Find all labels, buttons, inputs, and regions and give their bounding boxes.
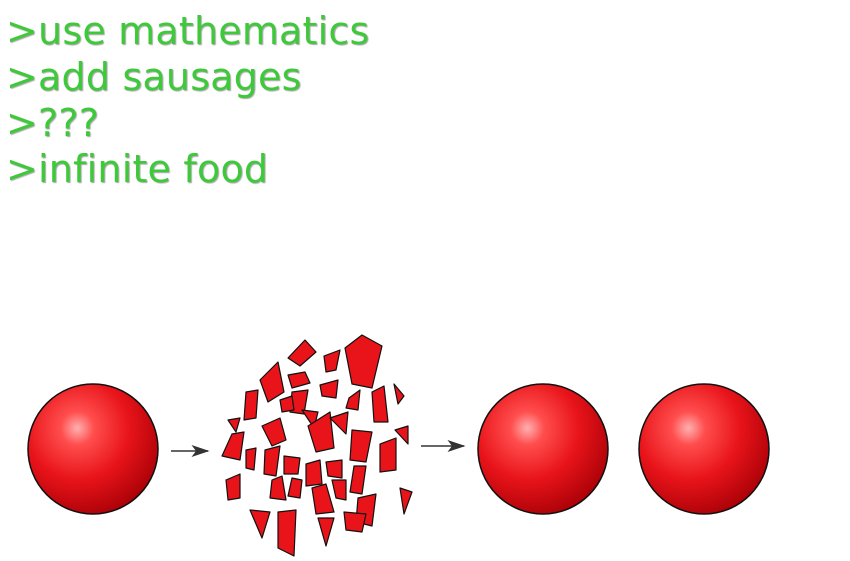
banach-tarski-diagram <box>27 334 770 557</box>
result-sphere-2 <box>638 383 770 515</box>
result-sphere-1 <box>477 383 609 515</box>
greentext-line-2: >add sausages <box>6 55 302 99</box>
original-sphere <box>27 383 159 515</box>
greentext-caption: >use mathematics >add sausages >??? >inf… <box>6 8 370 192</box>
sphere-fragments <box>221 334 413 557</box>
greentext-line-4: >infinite food <box>6 147 269 191</box>
greentext-line-3: >??? <box>6 101 100 145</box>
greentext-line-1: >use mathematics <box>6 9 370 53</box>
